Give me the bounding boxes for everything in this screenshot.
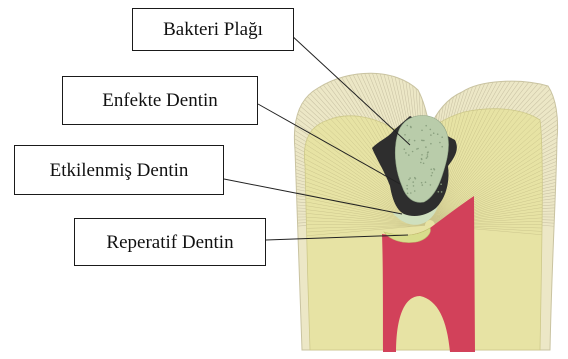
texture-dot [410,126,412,128]
texture-dot [432,172,434,174]
texture-dot [414,190,416,192]
texture-dot [425,146,427,148]
texture-dot [406,188,408,190]
texture-dot [423,163,425,165]
texture-dot [407,125,409,127]
texture-dot [437,133,439,135]
texture-dot [430,143,432,145]
texture-dot [422,184,424,186]
texture-dot [425,181,427,183]
texture-dot [425,125,427,127]
texture-dot [427,154,429,156]
texture-dot [426,157,428,159]
texture-dot [416,148,418,150]
label-reparative-dentin: Reperatif Dentin [74,218,266,266]
texture-dot [404,148,406,150]
texture-dot [422,140,424,142]
label-bacterial-plaque-text: Bakteri Plağı [163,20,263,39]
texture-dot [413,185,415,187]
texture-dot [433,168,435,170]
texture-dot [441,146,443,148]
texture-dot [406,185,408,187]
texture-dot [430,134,432,136]
texture-dot [412,181,414,183]
label-infected-dentin-text: Enfekte Dentin [102,91,218,110]
label-affected-dentin: Etkilenmiş Dentin [14,145,224,195]
texture-dot [414,177,416,179]
texture-dot [421,158,423,160]
texture-dot [430,169,432,171]
texture-dot [440,183,442,185]
texture-dot [405,152,407,154]
texture-dot [439,142,441,144]
texture-dot [421,130,423,132]
texture-dot [430,129,432,131]
texture-dot [404,134,406,136]
texture-dot [408,154,410,156]
texture-dot [427,156,429,158]
texture-dot [410,192,412,194]
texture-dot [421,182,423,184]
texture-dot [430,184,432,186]
texture-dot [421,154,423,156]
label-bacterial-plaque: Bakteri Plağı [132,8,294,51]
texture-dot [407,193,409,195]
texture-dot [408,140,410,142]
texture-dot [414,140,416,142]
label-infected-dentin: Enfekte Dentin [62,76,258,125]
texture-dot [441,136,443,138]
texture-dot [438,191,440,193]
texture-dot [433,132,435,134]
texture-dot [409,177,411,179]
texture-dot [420,162,422,164]
label-affected-dentin-text: Etkilenmiş Dentin [50,161,189,180]
texture-dot [412,151,414,153]
texture-dot [441,191,443,193]
texture-dot [409,139,411,141]
label-reparative-dentin-text: Reperatif Dentin [106,233,233,252]
texture-dot [431,175,433,177]
texture-dot [408,179,410,181]
texture-dot [427,151,429,153]
